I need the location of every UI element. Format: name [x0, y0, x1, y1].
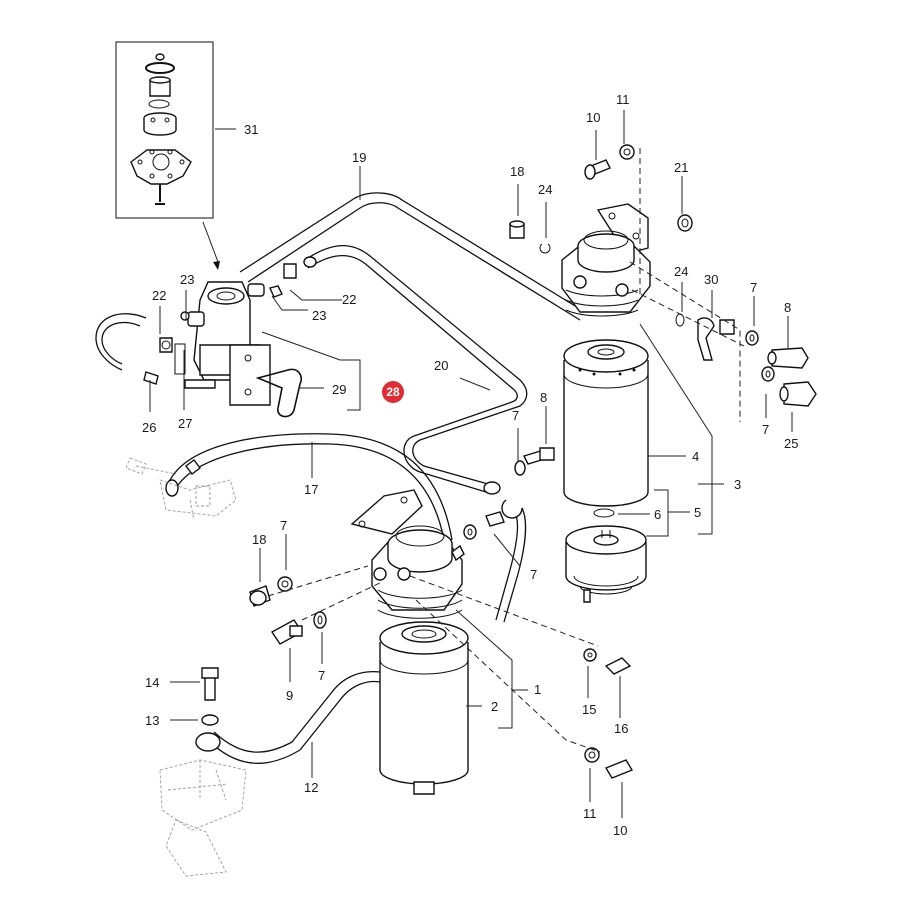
lift-pump: [184, 281, 303, 418]
label-30: 30: [704, 272, 718, 287]
label-18-left: 18: [252, 532, 266, 547]
label-24-right: 24: [674, 264, 688, 279]
label-10-top: 10: [586, 110, 600, 125]
inset-arrow: [202, 221, 219, 263]
label-17: 17: [304, 482, 318, 497]
fuel-pipe-12: [209, 670, 381, 764]
label-8-right: 8: [784, 300, 791, 315]
label-23-right: 23: [312, 308, 326, 323]
inset-arrowhead: [213, 261, 220, 270]
dash-upper-2: [629, 261, 741, 422]
dash-lower-3: [267, 565, 369, 597]
pump-fittings: [143, 263, 297, 385]
label-3: 3: [734, 477, 741, 492]
label-15: 15: [582, 702, 596, 717]
line-20-fitting: [483, 481, 501, 495]
label-11-top: 11: [616, 92, 630, 107]
lower-hardware: [249, 447, 634, 779]
engine-ghost-sketch-bottom: [159, 759, 247, 877]
hose-17-end: [165, 479, 179, 497]
inset-box-pump-diaphragm-kit: [115, 41, 214, 219]
label-7-left: 7: [280, 518, 287, 533]
fuel-line-19-a: [247, 202, 581, 321]
fuel-filter-2: [379, 621, 469, 795]
label-28[interactable]: 28: [386, 385, 400, 399]
pipe-elbow: [501, 499, 523, 519]
label-9: 9: [286, 688, 293, 703]
highlight-badge-circle[interactable]: [382, 381, 404, 403]
label-22-left: 22: [152, 288, 166, 303]
dash-lower-4: [415, 599, 601, 753]
seal-6: [593, 508, 615, 518]
label-7-center: 7: [530, 567, 537, 582]
banjo-13-fitting: [195, 732, 221, 752]
fuel-line-19-b: [239, 192, 586, 313]
label-10-bottom: 10: [613, 823, 627, 838]
label-7-bottom: 7: [318, 668, 325, 683]
banjo-bolt-14: [201, 667, 219, 701]
label-7-right: 7: [762, 422, 769, 437]
label-7-mid: 7: [512, 408, 519, 423]
pipe-to-lower-head: [495, 507, 527, 623]
dash-lower-1: [409, 575, 599, 647]
highlight-badge-28[interactable]: 28: [382, 381, 404, 403]
label-20: 20: [434, 358, 448, 373]
label-5: 5: [694, 505, 701, 520]
label-25: 25: [784, 436, 798, 451]
label-2: 2: [491, 699, 498, 714]
label-18-top: 18: [510, 164, 524, 179]
label-23-left: 23: [180, 272, 194, 287]
label-14: 14: [145, 675, 159, 690]
label-27: 27: [178, 416, 192, 431]
label-6: 6: [654, 507, 661, 522]
dash-upper-3: [631, 289, 745, 347]
label-11-bottom: 11: [583, 806, 597, 821]
upper-filter-head: [561, 203, 651, 317]
upper-right-hardware: [509, 144, 817, 407]
label-21: 21: [674, 160, 688, 175]
label-26: 26: [142, 420, 156, 435]
label-8-mid: 8: [540, 390, 547, 405]
label-29: 29: [332, 382, 346, 397]
label-13: 13: [145, 713, 159, 728]
water-bowl-5: [565, 525, 647, 603]
label-16: 16: [614, 721, 628, 736]
label-12: 12: [304, 780, 318, 795]
hose-17: [169, 433, 453, 541]
fuel-filter-4: [563, 339, 649, 507]
label-24-top: 24: [538, 182, 552, 197]
dash-lower-2: [301, 581, 383, 621]
callout-labels: 31 19 11 10 18 24 21 24 30 7 8 7 25 23 2…: [142, 92, 798, 838]
label-22-right: 22: [342, 292, 356, 307]
label-4: 4: [692, 449, 699, 464]
fuel-line-20-a: [307, 244, 528, 485]
leader-lines: [149, 110, 793, 818]
return-hose-left: [95, 313, 147, 371]
label-1: 1: [534, 682, 541, 697]
lower-filter-head: [350, 489, 465, 619]
label-31: 31: [244, 122, 258, 137]
label-7-topright: 7: [750, 280, 757, 295]
label-19: 19: [352, 150, 366, 165]
washer-13: [201, 714, 219, 726]
engine-ghost-sketch-top: [125, 457, 237, 521]
line-20-end: [303, 256, 317, 268]
